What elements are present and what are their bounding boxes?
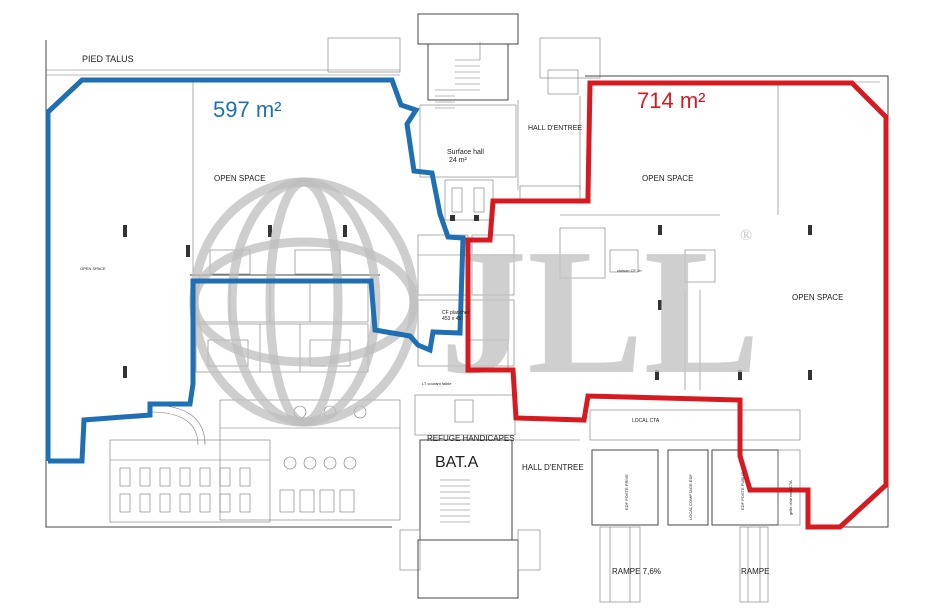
lt-courant-label: LT courant faible (422, 381, 452, 386)
rampe-right-label: RAMPE (741, 567, 769, 576)
local-cta-label: LOCAL CTA (632, 418, 660, 424)
stair-top (435, 59, 480, 109)
cf-plancher-label: CF plancher (442, 310, 470, 316)
area-right-label: 714 m² (637, 88, 705, 113)
red-zone-outline (465, 80, 889, 530)
surface-hall-area-label: 24 m² (449, 157, 468, 164)
pied-talus-label: PIED TALUS (82, 54, 134, 64)
building-walls (45, 13, 889, 603)
watermark-registered-mark: ® (740, 227, 752, 244)
local-comptage-label: LOCAL COMPTAGE EDF (688, 474, 693, 520)
open-space-left-small-label: OPEN SPACE (80, 266, 106, 271)
bat-a-label: BAT.A (435, 454, 479, 471)
gym-equipment (119, 405, 367, 513)
edf-poste-prive-label: EDF POSTE PRIVE (624, 474, 629, 510)
blue-zone-outline (45, 77, 466, 464)
cf-dim-label: 453 x 45 (442, 316, 461, 322)
stair-bottom (440, 479, 470, 523)
hall-entree-bottom-label: HALL D'ENTREE (522, 463, 584, 472)
cloison-label: cloison CF 1h (617, 268, 641, 273)
surface-hall-label: Surface hall (447, 149, 484, 156)
open-space-right-label: OPEN SPACE (792, 293, 843, 302)
rampe-left-label: RAMPE 7,6% (612, 567, 661, 576)
area-left-label: 597 m² (213, 97, 281, 122)
jll-watermark: JLL ® (189, 177, 760, 427)
open-space-left-top-label: OPEN SPACE (214, 174, 265, 183)
edf-poste-public-label: EDF POSTE PUBLIC (740, 472, 745, 510)
jll-watermark-globe-icon (189, 177, 419, 427)
open-space-right-top-label: OPEN SPACE (642, 174, 693, 183)
hall-entree-top-label: HALL D'ENTREE (528, 125, 582, 132)
refuge-label: REFUGE HANDICAPES (427, 434, 515, 443)
grille-cta-label: grille d'air neuf CTA (788, 480, 793, 515)
watermark-text: JLL (440, 212, 760, 411)
